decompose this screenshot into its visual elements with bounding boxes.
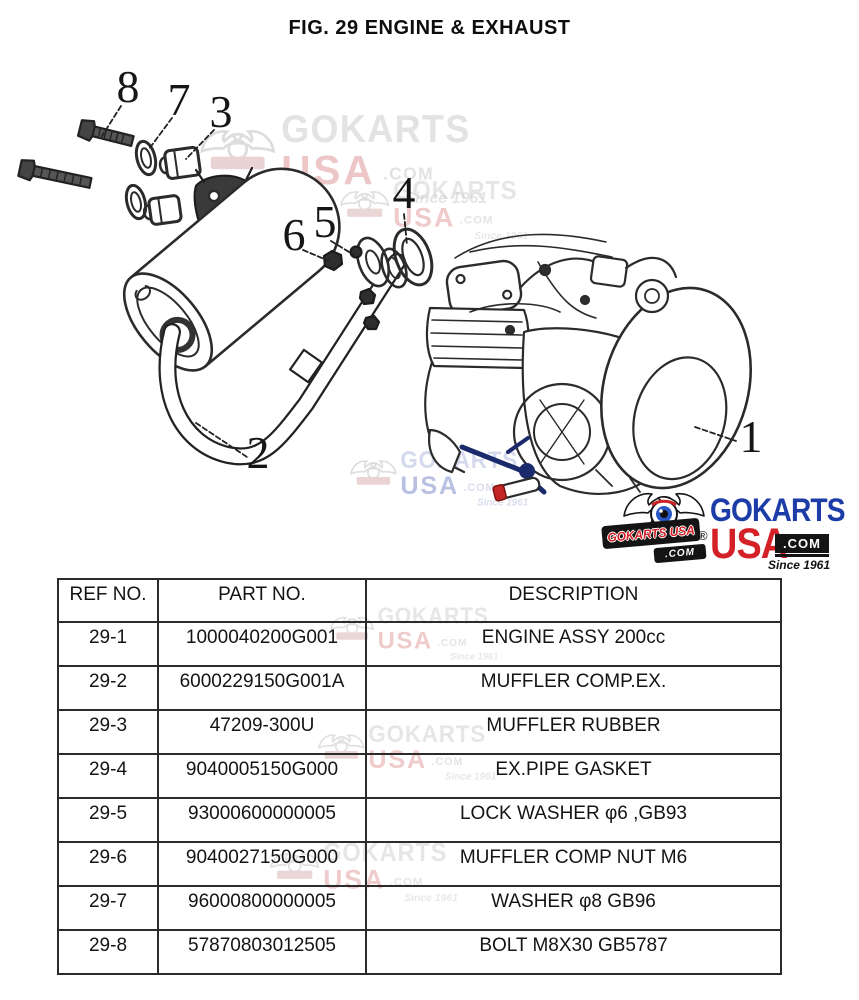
leader-line-8 — [101, 105, 122, 137]
engine-assembly — [424, 233, 753, 502]
rubber-mount-3 — [158, 145, 202, 180]
part-no-cell: 47209-300U — [157, 709, 367, 755]
nut-6 — [322, 249, 344, 272]
ref-no-cell: 29-3 — [57, 709, 159, 755]
logo-rule — [775, 554, 829, 557]
table-header-row: REF NO. PART NO. DESCRIPTION — [57, 578, 782, 623]
header-ref-no: REF NO. — [57, 578, 159, 623]
logo-gokarts-text: GOKARTS — [710, 492, 846, 528]
leader-line-6 — [302, 249, 330, 262]
description-cell: WASHER φ8 GB96 — [365, 885, 782, 931]
part-no-cell: 6000229150G001A — [157, 665, 367, 711]
description-cell: MUFFLER COMP NUT M6 — [365, 841, 782, 887]
gokartsusa-logo: GOKARTS USA .COM ® GOKARTS USA .COM Sinc… — [598, 486, 850, 574]
leader-line-3 — [185, 129, 215, 160]
washer-7b — [124, 183, 148, 221]
nut-small-b — [362, 314, 381, 331]
leader-lines — [101, 105, 737, 458]
callout-2: 2 — [246, 427, 270, 478]
ref-no-cell: 29-8 — [57, 929, 159, 975]
pipe-flange — [356, 236, 390, 288]
callout-7: 7 — [167, 74, 191, 125]
description-cell: LOCK WASHER φ6 ,GB93 — [365, 797, 782, 843]
part-no-cell: 1000040200G001 — [157, 621, 367, 667]
header-part-no: PART NO. — [157, 578, 367, 623]
part-no-cell: 96000800000005 — [157, 885, 367, 931]
callout-4: 4 — [392, 167, 416, 218]
bolt-8 — [76, 119, 135, 148]
description-cell: EX.PIPE GASKET — [365, 753, 782, 799]
ref-no-cell: 29-5 — [57, 797, 159, 843]
logo-dotcom-box: .COM — [775, 534, 829, 553]
ref-no-cell: 29-2 — [57, 665, 159, 711]
description-cell: MUFFLER COMP.EX. — [365, 665, 782, 711]
washer-7 — [134, 139, 158, 177]
callout-6: 6 — [282, 209, 306, 260]
callout-1: 1 — [739, 411, 763, 462]
callout-5: 5 — [313, 196, 337, 247]
leader-line-4 — [403, 213, 408, 246]
ref-no-cell: 29-6 — [57, 841, 159, 887]
description-cell: ENGINE ASSY 200cc — [365, 621, 782, 667]
callout-3: 3 — [209, 86, 233, 137]
ref-no-cell: 29-4 — [57, 753, 159, 799]
part-no-cell: 93000600000005 — [157, 797, 367, 843]
leader-line-2 — [195, 422, 248, 458]
description-cell: BOLT M8X30 GB5787 — [365, 929, 782, 975]
part-no-cell: 57870803012505 — [157, 929, 367, 975]
callout-8: 8 — [116, 61, 140, 112]
engine-exhaust-line-art — [17, 105, 753, 502]
ref-no-cell: 29-1 — [57, 621, 159, 667]
page-title: FIG. 29 ENGINE & EXHAUST — [288, 17, 571, 39]
part-no-cell: 9040005150G000 — [157, 753, 367, 799]
header-description: DESCRIPTION — [365, 578, 782, 623]
part-no-cell: 9040027150G000 — [157, 841, 367, 887]
ref-no-cell: 29-7 — [57, 885, 159, 931]
bolt-8b — [17, 159, 93, 189]
logo-banner-com: .COM — [653, 543, 707, 564]
leader-line-7 — [148, 117, 173, 150]
leader-line-1 — [694, 426, 737, 442]
washer-5 — [349, 245, 363, 259]
nut-small-a — [358, 287, 377, 306]
muffler-body — [122, 167, 341, 372]
eagle-icon — [623, 492, 705, 535]
registered-mark: ® — [698, 528, 708, 543]
leader-line-5 — [330, 240, 355, 256]
exhaust-pipe — [158, 253, 406, 466]
logo-since-text: Since 1961 — [767, 558, 830, 572]
rubber-mount-3b — [142, 194, 183, 226]
description-cell: MUFFLER RUBBER — [365, 709, 782, 755]
